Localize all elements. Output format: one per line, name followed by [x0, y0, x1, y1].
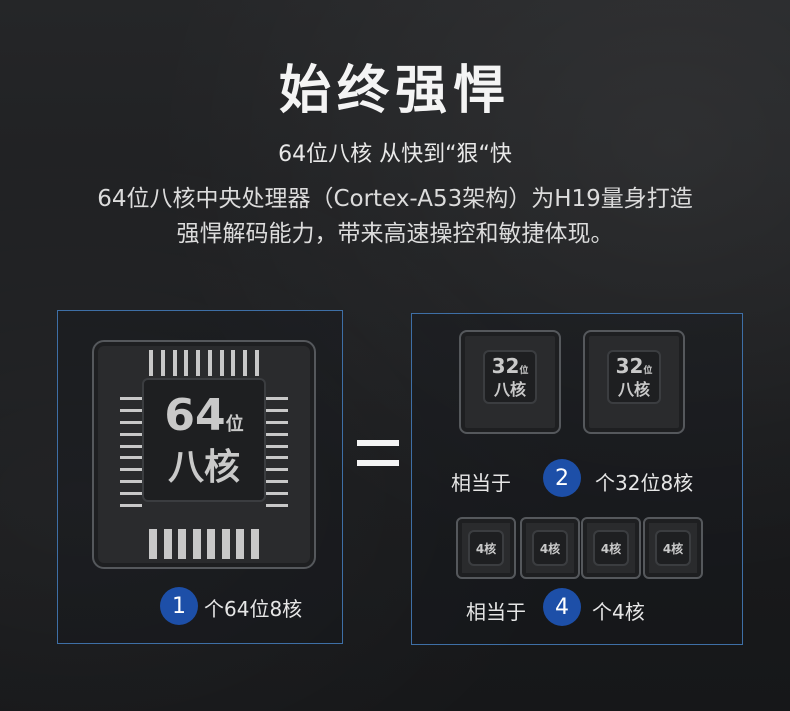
chip-pins-left [120, 397, 142, 507]
big-chip-core: 64位 八核 [142, 378, 266, 502]
mid-chip-number-row: 32位 [616, 356, 653, 381]
small-chip-label: 4核 [475, 541, 497, 556]
count-badge-4: 4 [543, 588, 581, 626]
chip-pins-right [266, 397, 288, 507]
description-text: 64位八核中央处理器（Cortex-A53架构）为H19量身打造强悍解码能力，带… [97, 186, 693, 247]
small-chip-core: 4核 [532, 530, 568, 566]
chip-pins-top [149, 350, 259, 376]
mid-chip-core: 32位 八核 [483, 350, 537, 404]
count-badge-1: 1 [160, 587, 198, 625]
mid-chip-unit: 位 [519, 365, 529, 376]
big-chip-cores: 八核 [167, 446, 240, 488]
mid-chip-cores: 八核 [493, 379, 526, 399]
mid-chip-icon-1: 32位 八核 [459, 330, 561, 434]
small-chip-icon-1: 4核 [456, 517, 516, 579]
chip-pins-bottom [149, 529, 259, 559]
big-chip-unit: 位 [225, 413, 244, 435]
right-caption-2-text: 个4核 [592, 600, 645, 624]
small-chip-label: 4核 [600, 541, 622, 556]
big-chip-icon: 64位 八核 [92, 340, 316, 569]
mid-chip-number: 32 [615, 353, 644, 378]
page-subtitle: 64位八核 从快到“狠“快 [278, 142, 512, 167]
left-caption: 个64位8核 [204, 597, 303, 621]
small-chip-label: 4核 [662, 541, 684, 556]
mid-chip-number-row: 32位 [492, 356, 529, 381]
count-badge-2: 2 [543, 459, 581, 497]
mid-chip-cores: 八核 [617, 379, 650, 399]
small-chip-core: 4核 [593, 530, 629, 566]
small-chip-core: 4核 [468, 530, 504, 566]
mid-chip-icon-2: 32位 八核 [583, 330, 685, 434]
small-chip-label: 4核 [539, 541, 561, 556]
small-chip-icon-2: 4核 [520, 517, 580, 579]
small-chip-icon-3: 4核 [581, 517, 641, 579]
mid-chip-core: 32位 八核 [607, 350, 661, 404]
equals-sign [357, 440, 399, 480]
big-chip-number-row: 64位 [164, 389, 244, 448]
right-caption-2-prefix: 相当于 [466, 600, 526, 624]
right-caption-1-prefix: 相当于 [451, 471, 511, 495]
page-title: 始终强悍 [278, 61, 511, 121]
small-chip-icon-4: 4核 [643, 517, 703, 579]
mid-chip-number: 32 [491, 353, 520, 378]
small-chip-core: 4核 [655, 530, 691, 566]
big-chip-number: 64 [164, 389, 226, 441]
right-caption-1-text: 个32位8核 [595, 471, 694, 495]
mid-chip-unit: 位 [643, 365, 653, 376]
